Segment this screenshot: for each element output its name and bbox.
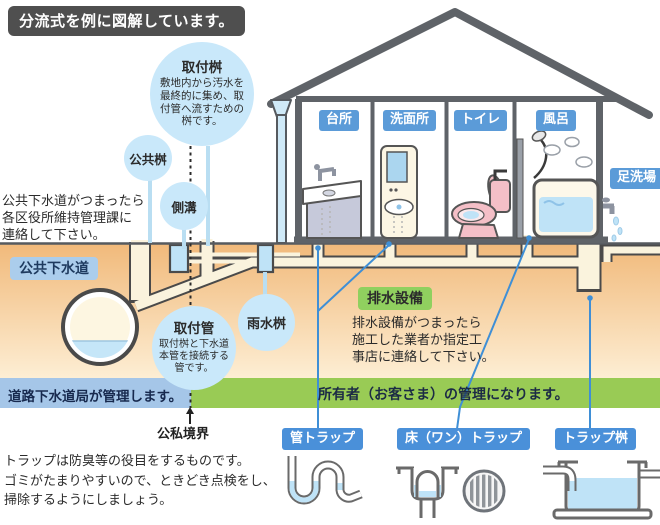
callout-title: 取付桝	[181, 60, 223, 76]
label-pipe-trap: 管トラップ	[282, 428, 364, 450]
callout-title: 取付管	[173, 321, 215, 337]
callout-leaders	[148, 146, 267, 295]
callout-title: 雨水桝	[246, 316, 286, 331]
washbasin	[380, 145, 418, 239]
footwash-faucet	[602, 197, 623, 242]
trap-leaders	[317, 238, 591, 430]
room-label-washroom: 洗面所	[383, 110, 437, 131]
storm-basins	[168, 243, 275, 274]
drain-grate-icon	[462, 469, 506, 513]
callout-title: 側溝	[171, 200, 197, 215]
title-badge: 分流式を例に図解しています。	[8, 6, 246, 36]
trap-basin-icon	[543, 460, 660, 520]
callout-usui-masu: 雨水桝	[238, 294, 295, 351]
toilet	[451, 169, 511, 239]
note-trap: トラップは防臭等の役目をするものです。 ゴミがたまりやすいので、ときどき点検をし…	[4, 453, 276, 507]
callout-toritsuke-kan: 取付管 取付桝と下水道 本管を接続する 管です。	[152, 306, 236, 390]
note-drainage: 排水設備がつまったら 施工した業者か指定工 事店に連絡して下さい。	[352, 315, 495, 364]
callout-body: 敷地内から汚水を 最終的に集め、取 付管へ流すための 桝です。	[160, 77, 244, 128]
boundary-label: 公私境界	[157, 426, 210, 441]
kitchen-sink	[302, 164, 362, 239]
room-label-kitchen: 台所	[319, 110, 360, 131]
room-label-bath: 風呂	[536, 110, 577, 131]
label-floor-trap: 床（ワン）トラップ	[397, 428, 531, 450]
label-trap-basin: トラップ桝	[555, 428, 637, 450]
management-bars	[0, 378, 660, 408]
callout-sokkou: 側溝	[160, 182, 208, 230]
callout-body: 取付桝と下水道 本管を接続する 管です。	[159, 338, 229, 374]
management-left-text: 道路下水道局が管理します。	[8, 389, 183, 404]
floor-trap-icon	[396, 466, 459, 518]
label-public-sewer: 公共下水道	[10, 257, 98, 281]
callout-koukyou-masu: 公共桝	[124, 135, 172, 181]
sewer-main-pipe	[61, 288, 139, 366]
downspout	[270, 99, 292, 244]
trap-leader-dots	[315, 235, 593, 301]
management-right-text: 所有者（お客さま）の管理になります。	[318, 386, 569, 402]
callout-toritsuke-masu: 取付桝 敷地内から汚水を 最終的に集め、取 付管へ流すための 桝です。	[150, 42, 254, 146]
boundary-arrow	[186, 407, 194, 424]
label-drainage-equipment: 排水設備	[358, 287, 432, 311]
bathtub	[516, 130, 600, 239]
pipe-trap-icon	[287, 456, 363, 505]
room-label-toilet: トイレ	[454, 110, 508, 131]
callout-title: 公共桝	[129, 152, 167, 167]
label-footwash: 足洗場	[610, 168, 660, 189]
ground-surface	[0, 236, 660, 245]
note-public-sewer: 公共下水道がつまったら 各区役所維持管理課に 連絡して下さい。	[2, 193, 145, 242]
